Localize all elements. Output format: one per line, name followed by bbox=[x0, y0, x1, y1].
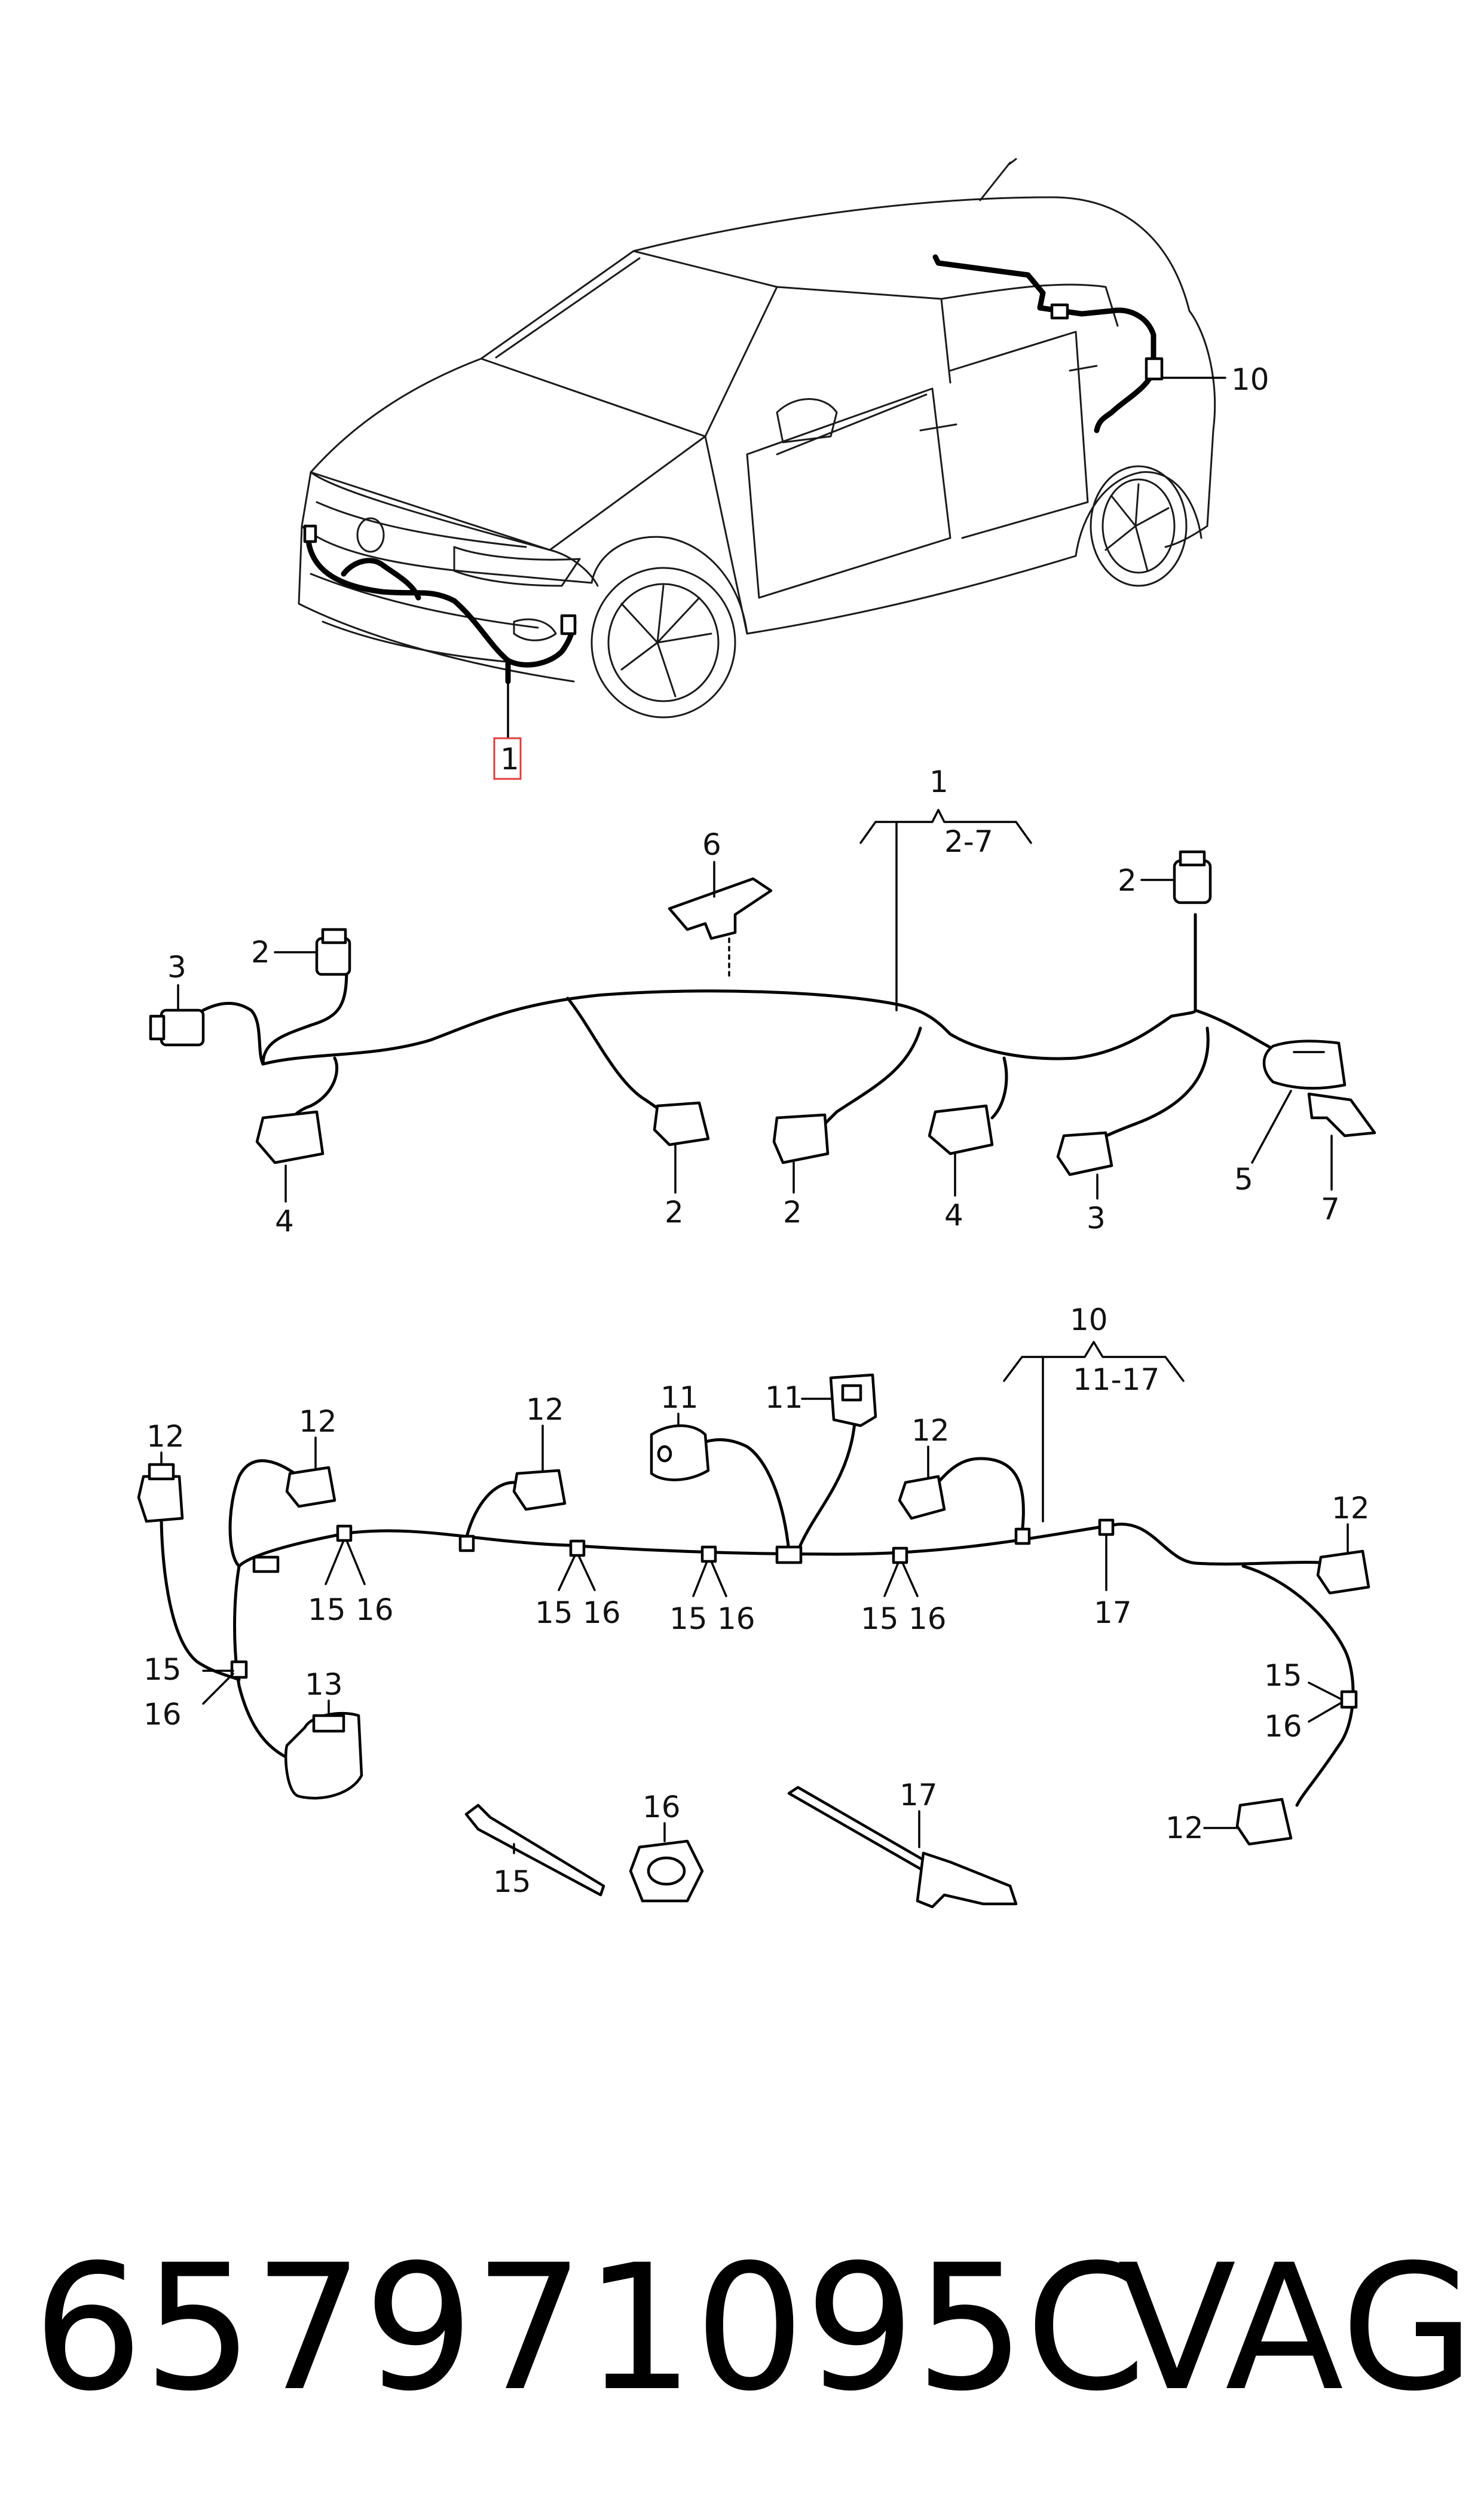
clip-tie-17 bbox=[787, 1786, 1018, 1909]
label-15-a: 15 bbox=[308, 1592, 346, 1627]
label-16-g: 16 bbox=[642, 1790, 681, 1824]
label-15-d: 15 bbox=[861, 1601, 899, 1636]
label-4-mid: 4 bbox=[944, 1198, 963, 1233]
label-15-e: 15 bbox=[143, 1652, 182, 1687]
label-12-right-a: 12 bbox=[1332, 1491, 1370, 1526]
label-3-left: 3 bbox=[167, 950, 186, 985]
rear-harness-assembly: 10 11-17 bbox=[137, 1303, 1370, 1909]
connector-4-mid bbox=[928, 1104, 994, 1155]
label-15-f: 15 bbox=[1264, 1658, 1302, 1693]
label-16-b: 16 bbox=[583, 1595, 621, 1630]
clip-16 bbox=[629, 1839, 704, 1903]
connector-2-right bbox=[1173, 850, 1212, 904]
connector-12-left-b bbox=[512, 1469, 567, 1511]
label-2-right: 2 bbox=[1118, 863, 1137, 898]
label-12-right-b: 12 bbox=[1165, 1811, 1204, 1845]
label-16-a: 16 bbox=[356, 1592, 394, 1627]
connector-11-a bbox=[650, 1424, 710, 1481]
label-13: 13 bbox=[305, 1667, 343, 1702]
label-11-a: 11 bbox=[660, 1380, 699, 1415]
label-2-mid-b: 2 bbox=[783, 1195, 802, 1230]
connector-11-b bbox=[829, 1373, 877, 1427]
connector-12-far-left bbox=[137, 1463, 184, 1523]
group1-parent-label: 1 bbox=[929, 765, 948, 799]
label-15-c: 15 bbox=[669, 1601, 708, 1636]
label-2-mid-a: 2 bbox=[665, 1195, 684, 1230]
connector-12-right-a bbox=[1316, 1549, 1370, 1595]
label-12-far-left: 12 bbox=[146, 1419, 185, 1454]
label-16-c: 16 bbox=[717, 1601, 755, 1636]
callout-rear-harness: 10 bbox=[1231, 362, 1269, 397]
rear-harness-on-car bbox=[932, 254, 1164, 433]
group2-parent-label: 10 bbox=[1070, 1303, 1108, 1337]
label-5: 5 bbox=[1234, 1162, 1253, 1197]
connector-12-mid bbox=[898, 1475, 946, 1520]
callout-front-harness: 1 bbox=[500, 742, 519, 777]
connector-4-left bbox=[255, 1110, 325, 1164]
label-12-mid: 12 bbox=[911, 1413, 950, 1448]
label-16-e: 16 bbox=[143, 1697, 182, 1732]
cable-tie-15 bbox=[464, 1803, 605, 1897]
group1-range-label: 2-7 bbox=[944, 824, 993, 859]
label-16-f: 16 bbox=[1264, 1709, 1302, 1744]
label-2-left: 2 bbox=[251, 935, 270, 970]
label-12-left-a: 12 bbox=[299, 1404, 337, 1439]
group2-range-label: 11-17 bbox=[1073, 1362, 1159, 1397]
label-4-left: 4 bbox=[275, 1204, 294, 1239]
label-11-b: 11 bbox=[765, 1380, 803, 1415]
clip-7 bbox=[1307, 1092, 1376, 1138]
connector-2-left bbox=[315, 928, 351, 976]
label-17-trunk: 17 bbox=[1094, 1595, 1132, 1630]
connector-3-left bbox=[149, 1008, 205, 1047]
label-15-b: 15 bbox=[535, 1595, 573, 1630]
connector-3-right bbox=[1056, 1131, 1113, 1176]
car-illustration bbox=[298, 158, 1216, 719]
front-harness-on-car bbox=[303, 524, 577, 684]
label-3-right: 3 bbox=[1087, 1201, 1106, 1236]
brand-name: VAG bbox=[1118, 2228, 1475, 2429]
connector-5 bbox=[1262, 1040, 1347, 1090]
connector-12-right-b bbox=[1235, 1797, 1293, 1846]
connector-12-left-a bbox=[285, 1466, 336, 1508]
label-16-d: 16 bbox=[908, 1601, 947, 1636]
highlight-box bbox=[493, 737, 522, 780]
connector-2-mid-b bbox=[772, 1113, 830, 1164]
clip-6 bbox=[668, 877, 773, 982]
part-number: 657971095C bbox=[33, 2228, 1146, 2429]
front-harness-assembly: 1 2-7 bbox=[149, 765, 1376, 1239]
label-15-g: 15 bbox=[493, 1864, 531, 1899]
connector-13 bbox=[284, 1711, 363, 1800]
connector-2-mid-a bbox=[653, 1101, 710, 1147]
tie-markers bbox=[230, 1518, 1358, 1709]
label-7: 7 bbox=[1321, 1192, 1340, 1227]
label-17-g: 17 bbox=[899, 1778, 938, 1812]
label-12-left-b: 12 bbox=[526, 1392, 564, 1427]
label-6: 6 bbox=[702, 827, 721, 862]
